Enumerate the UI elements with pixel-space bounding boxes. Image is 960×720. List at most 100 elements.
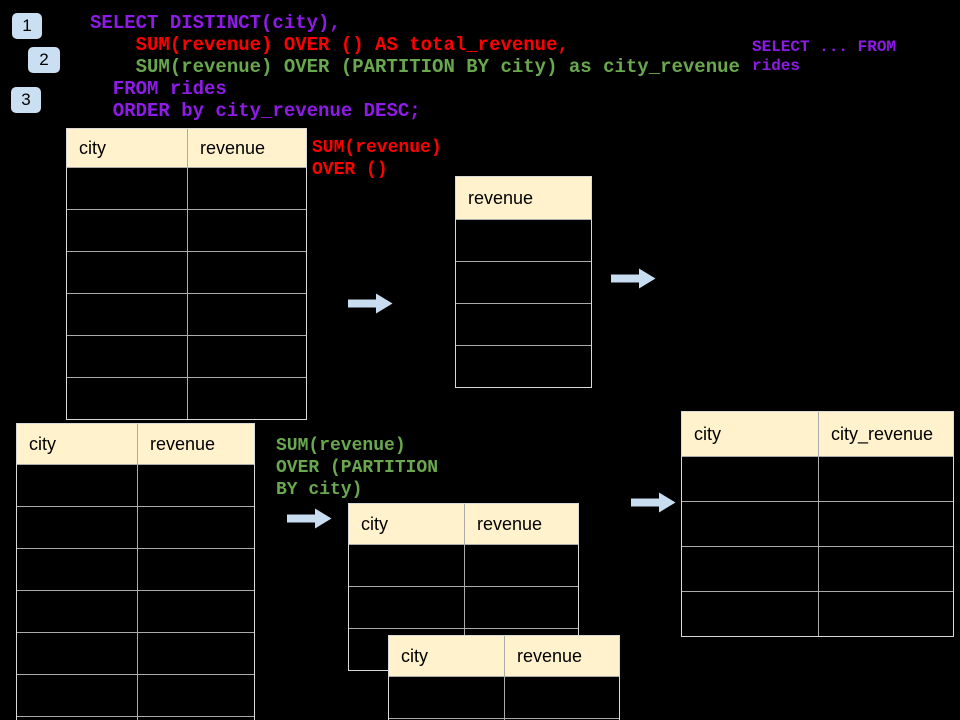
sql-query-code: SELECT DISTINCT(city), SUM(revenue) OVER…	[90, 12, 740, 122]
table-cell	[67, 209, 187, 251]
table-cell	[187, 167, 306, 209]
table-cell	[389, 718, 504, 720]
table-cell	[389, 676, 504, 718]
table-row	[682, 546, 953, 591]
table-cell	[137, 716, 254, 720]
step-badge-1: 1	[12, 13, 42, 39]
table-row	[17, 506, 254, 548]
table-cell	[17, 632, 137, 674]
table-cell	[137, 506, 254, 548]
table-row	[17, 674, 254, 716]
table-cell	[17, 548, 137, 590]
table-cell	[137, 464, 254, 506]
table-cell	[137, 632, 254, 674]
table-cell	[17, 464, 137, 506]
table-row	[17, 716, 254, 720]
table-cell	[67, 293, 187, 335]
table-cell	[456, 261, 591, 303]
column-header: city_revenue	[818, 412, 953, 456]
table-row	[682, 591, 953, 636]
table-cell	[67, 335, 187, 377]
table-cell	[137, 674, 254, 716]
table-cell	[818, 546, 953, 591]
table-row	[456, 219, 591, 261]
code-line: SUM(revenue) OVER (PARTITION BY city) as…	[90, 56, 740, 78]
table-row	[456, 345, 591, 387]
table-cell	[682, 501, 818, 546]
table-cell	[504, 676, 619, 718]
arrow-right-icon	[631, 492, 676, 513]
step-badge-label: 1	[22, 16, 32, 35]
code-line: SUM(revenue)	[276, 436, 406, 456]
table-row	[456, 261, 591, 303]
sum-over-annotation: SUM(revenue)OVER ()	[312, 137, 442, 181]
step-badge-3: 3	[11, 87, 41, 113]
table-cell	[818, 591, 953, 636]
table-cell	[464, 544, 578, 586]
code-line: BY city)	[276, 480, 363, 500]
table-cell	[682, 546, 818, 591]
total-revenue-table: revenue	[455, 176, 592, 388]
column-header: city	[67, 129, 187, 167]
table-cell	[17, 674, 137, 716]
step-badge-2: 2	[28, 47, 60, 73]
table-row	[67, 167, 306, 209]
table-cell	[137, 590, 254, 632]
table-cell	[456, 303, 591, 345]
column-header: city	[389, 636, 504, 676]
table-cell	[187, 335, 306, 377]
arrow-right-icon	[611, 268, 656, 289]
code-line: SELECT DISTINCT(city),	[90, 12, 341, 34]
code-line: ORDER by city_revenue DESC;	[90, 100, 421, 122]
table-row	[67, 209, 306, 251]
table-cell	[464, 586, 578, 628]
column-header: city	[349, 504, 464, 544]
table-row	[17, 464, 254, 506]
table-row	[67, 377, 306, 419]
column-header: revenue	[187, 129, 306, 167]
arrow-right-icon	[287, 508, 332, 529]
table-row	[67, 335, 306, 377]
table-cell	[682, 456, 818, 501]
column-header: city	[17, 424, 137, 464]
table-cell	[137, 548, 254, 590]
table-row	[67, 251, 306, 293]
code-line: OVER (PARTITION	[276, 458, 439, 478]
column-header: revenue	[504, 636, 619, 676]
table-row	[389, 676, 619, 718]
table-row	[17, 632, 254, 674]
table-row	[682, 456, 953, 501]
table-cell	[187, 293, 306, 335]
table-cell	[67, 377, 187, 419]
table-cell	[349, 586, 464, 628]
table-cell	[187, 209, 306, 251]
step-badge-label: 2	[39, 50, 49, 69]
table-row	[17, 548, 254, 590]
table-cell	[67, 251, 187, 293]
step-badge-label: 3	[21, 90, 31, 109]
column-header: city	[682, 412, 818, 456]
code-line: rides	[752, 57, 801, 75]
table-cell	[17, 506, 137, 548]
table-cell	[17, 590, 137, 632]
table-cell	[818, 501, 953, 546]
column-header: revenue	[464, 504, 578, 544]
code-line: SELECT ... FROM	[752, 38, 897, 56]
table-cell	[456, 219, 591, 261]
column-header: revenue	[456, 177, 591, 219]
table-row	[456, 303, 591, 345]
arrow-right-icon	[348, 293, 393, 314]
table-cell	[818, 456, 953, 501]
table-cell	[456, 345, 591, 387]
table-cell	[504, 718, 619, 720]
